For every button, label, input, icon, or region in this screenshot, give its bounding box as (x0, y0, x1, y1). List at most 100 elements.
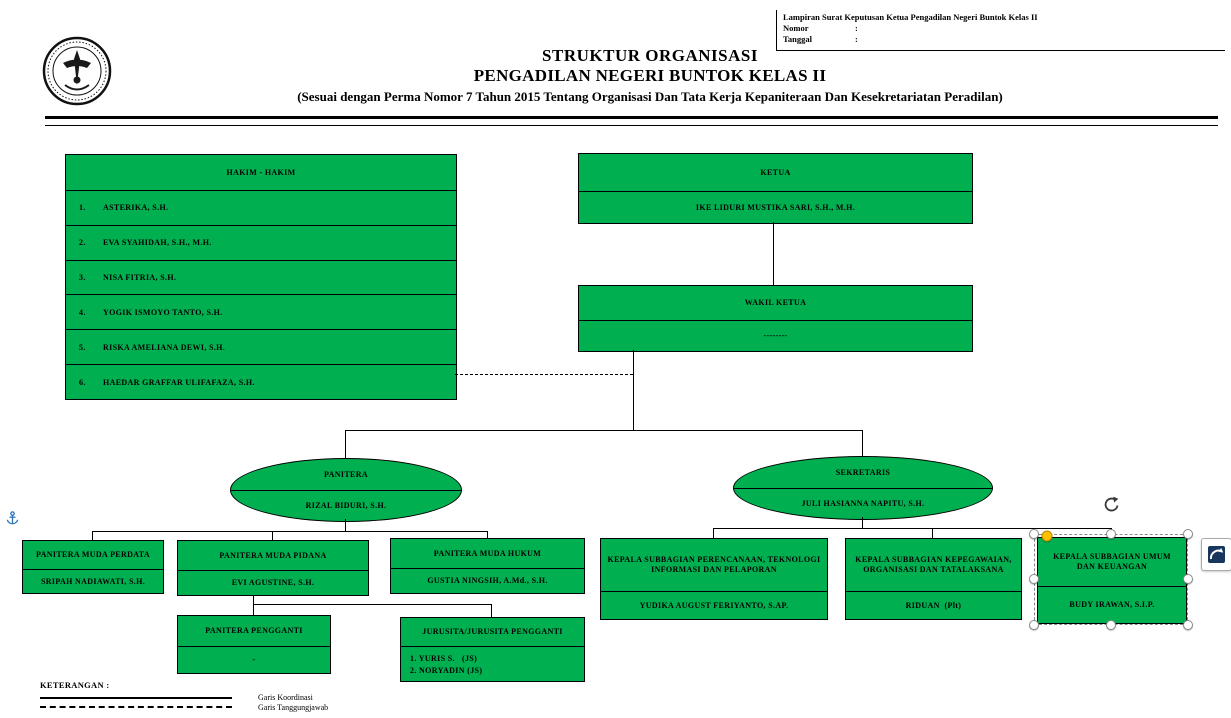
box-name: GUSTIA NINGSIH, A.Md., S.H. (427, 576, 548, 585)
box-title: PANITERA MUDA HUKUM (391, 539, 584, 569)
staff-item: 1. YURIS S. (JS) (410, 653, 478, 663)
connector-pengganti-jurusita (253, 604, 491, 605)
box-name: SRIPAH NADIAWATI, S.H. (40, 576, 146, 586)
box-name: IKE LIDURI MUSTIKA SARI, S.H., M.H. (695, 202, 856, 212)
court-seal-logo (42, 36, 112, 106)
title-line2: PENGADILAN NEGERI BUNTOK KELAS II (473, 66, 827, 85)
box-name: EVI AGUSTINE, S.H. (231, 578, 315, 587)
org-box-panmud-perdata[interactable]: PANITERA MUDA PERDATA SRIPAH NADIAWATI, … (22, 540, 164, 594)
nomor-label: Nomor (783, 23, 809, 33)
title-line1: STRUKTUR ORGANISASI (542, 46, 758, 65)
legend-dashed-label: Garis Tanggungjawab (258, 703, 329, 712)
resize-handle-s[interactable] (1106, 620, 1116, 630)
org-box-subbag-kepegawaian[interactable]: KEPALA SUBBAGIAN KEPEGAWAIAN, ORGANISASI… (845, 538, 1022, 620)
member-name: RISKA AMELIANA DEWI, S.H. (103, 342, 226, 352)
staff-item: 2. NORYADIN (JS) (410, 665, 483, 675)
box-title: HAKIM - HAKIM (66, 155, 456, 191)
connector-subbag-horizontal (713, 528, 1111, 529)
title-rule-thick (45, 116, 1218, 119)
lampiran-line1: Lampiran Surat Keputusan Ketua Pengadila… (783, 12, 1038, 22)
box-name: - (252, 655, 256, 664)
hakim-member-row: 2.EVA SYAHIDAH, S.H., M.H. (66, 226, 456, 261)
org-box-jurusita[interactable]: JURUSITA/JURUSITA PENGGANTI 1. YURIS S. … (400, 617, 585, 682)
lampiran-annotation: Lampiran Surat Keputusan Ketua Pengadila… (776, 10, 1225, 51)
box-title: JURUSITA/JURUSITA PENGGANTI (401, 618, 584, 647)
connector-panitera-down (345, 519, 346, 531)
object-anchor-icon[interactable] (6, 511, 19, 531)
connector-main-horizontal (345, 430, 862, 431)
box-title: KEPALA SUBBAGIAN UMUM DAN KEUANGAN (1038, 538, 1186, 587)
box-name: JULI HASIANNA NAPITU, S.H. (801, 499, 925, 509)
box-title: KEPALA SUBBAGIAN PERENCANAAN, TEKNOLOGI … (601, 539, 827, 592)
org-box-subbag-umum[interactable]: KEPALA SUBBAGIAN UMUM DAN KEUANGAN BUDY … (1037, 537, 1187, 624)
box-name: BUDY IRAWAN, S.I.P. (1069, 600, 1155, 609)
org-box-subbag-perencanaan[interactable]: KEPALA SUBBAGIAN PERENCANAAN, TEKNOLOGI … (600, 538, 828, 620)
box-title: PANITERA PENGGANTI (178, 616, 330, 647)
resize-handle-ne[interactable] (1183, 529, 1193, 539)
org-ellipse-panitera[interactable]: PANITERA RIZAL BIDURI, S.H. (230, 458, 462, 522)
divider (231, 489, 461, 491)
connector-to-sekretaris (862, 430, 863, 457)
member-name: ASTERIKA, S.H. (103, 203, 169, 213)
layout-options-button[interactable] (1201, 538, 1231, 571)
org-box-hakim[interactable]: HAKIM - HAKIM 1.ASTERIKA, S.H. 2.EVA SYA… (65, 154, 457, 400)
box-title: PANITERA (324, 469, 368, 479)
box-name: -------- (763, 331, 788, 340)
member-name: HAEDAR GRAFFAR ULIFAFAZA, S.H. (103, 377, 255, 387)
org-box-ketua[interactable]: KETUA IKE LIDURI MUSTIKA SARI, S.H., M.H… (578, 153, 973, 224)
org-box-wakil-ketua[interactable]: WAKIL KETUA -------- (578, 285, 973, 352)
connector-to-pidana (272, 531, 273, 541)
member-name: NISA FITRIA, S.H. (103, 273, 177, 283)
box-title: SEKRETARIS (835, 467, 891, 477)
org-box-panitera-pengganti[interactable]: PANITERA PENGGANTI - (177, 615, 331, 674)
box-name: RIZAL BIDURI, S.H. (305, 501, 387, 511)
box-name: YUDIKA AUGUST FERIYANTO, S.AP. (639, 600, 789, 610)
resize-handle-sw[interactable] (1029, 620, 1039, 630)
hakim-member-row: 3. NISA FITRIA, S.H. (66, 261, 456, 296)
box-staff-list: 1. YURIS S. (JS) 2. NORYADIN (JS) (401, 647, 584, 681)
connector-to-perencanaan (713, 528, 714, 538)
rotate-handle-icon[interactable] (1103, 496, 1120, 518)
divider (734, 487, 992, 489)
hakim-member-row: 1.ASTERIKA, S.H. (66, 191, 456, 226)
resize-handle-nw[interactable] (1029, 529, 1039, 539)
member-name: YOGIK ISMOYO TANTO, S.H. (103, 307, 223, 317)
legend-dashed-line (40, 706, 232, 708)
box-title: KEPALA SUBBAGIAN KEPEGAWAIAN, ORGANISASI… (846, 539, 1021, 592)
document-title: STRUKTUR ORGANISASI PENGADILAN NEGERI BU… (150, 46, 1150, 105)
member-no: 2. (79, 238, 86, 248)
connector-to-kepegawaian (932, 528, 933, 538)
nomor-colon: : (855, 23, 858, 33)
connector-hakim-dashed (455, 374, 633, 375)
member-no: 3. (79, 273, 86, 283)
connector-sekretaris-down (862, 517, 863, 528)
selection-frame[interactable]: KEPALA SUBBAGIAN UMUM DAN KEUANGAN BUDY … (1029, 496, 1193, 630)
tanggal-colon: : (855, 34, 858, 44)
connector-to-jurusita (491, 604, 492, 617)
connector-to-hukum (487, 531, 488, 539)
box-title: WAKIL KETUA (579, 286, 972, 321)
legend-solid-line (40, 697, 232, 699)
legend-solid-label: Garis Koordinasi (258, 693, 313, 702)
resize-handle-e[interactable] (1183, 574, 1193, 584)
box-title: PANITERA MUDA PERDATA (23, 541, 163, 570)
resize-handle-se[interactable] (1183, 620, 1193, 630)
keterangan-label: KETERANGAN : (40, 680, 110, 690)
hakim-member-row: 6. HAEDAR GRAFFAR ULIFAFAZA, S.H. (66, 365, 456, 399)
org-box-panmud-hukum[interactable]: PANITERA MUDA HUKUM GUSTIA NINGSIH, A.Md… (390, 538, 585, 594)
resize-handle-n[interactable] (1106, 529, 1116, 539)
org-ellipse-sekretaris[interactable]: SEKRETARIS JULI HASIANNA NAPITU, S.H. (733, 456, 993, 520)
box-name: RIDUAN (Plt) (905, 600, 962, 610)
adjust-handle[interactable] (1041, 530, 1053, 542)
resize-handle-w[interactable] (1029, 574, 1039, 584)
title-rule-thin (45, 125, 1218, 126)
box-title: KETUA (579, 154, 972, 192)
org-box-panmud-pidana[interactable]: PANITERA MUDA PIDANA EVI AGUSTINE, S.H. (177, 540, 369, 596)
member-no: 5. (79, 342, 86, 352)
connector-to-panitera (345, 430, 346, 459)
member-no: 6. (79, 377, 86, 387)
connector-panmud-horizontal (92, 531, 487, 532)
hakim-member-row: 5. RISKA AMELIANA DEWI, S.H. (66, 330, 456, 366)
member-no: 4. (79, 307, 86, 317)
